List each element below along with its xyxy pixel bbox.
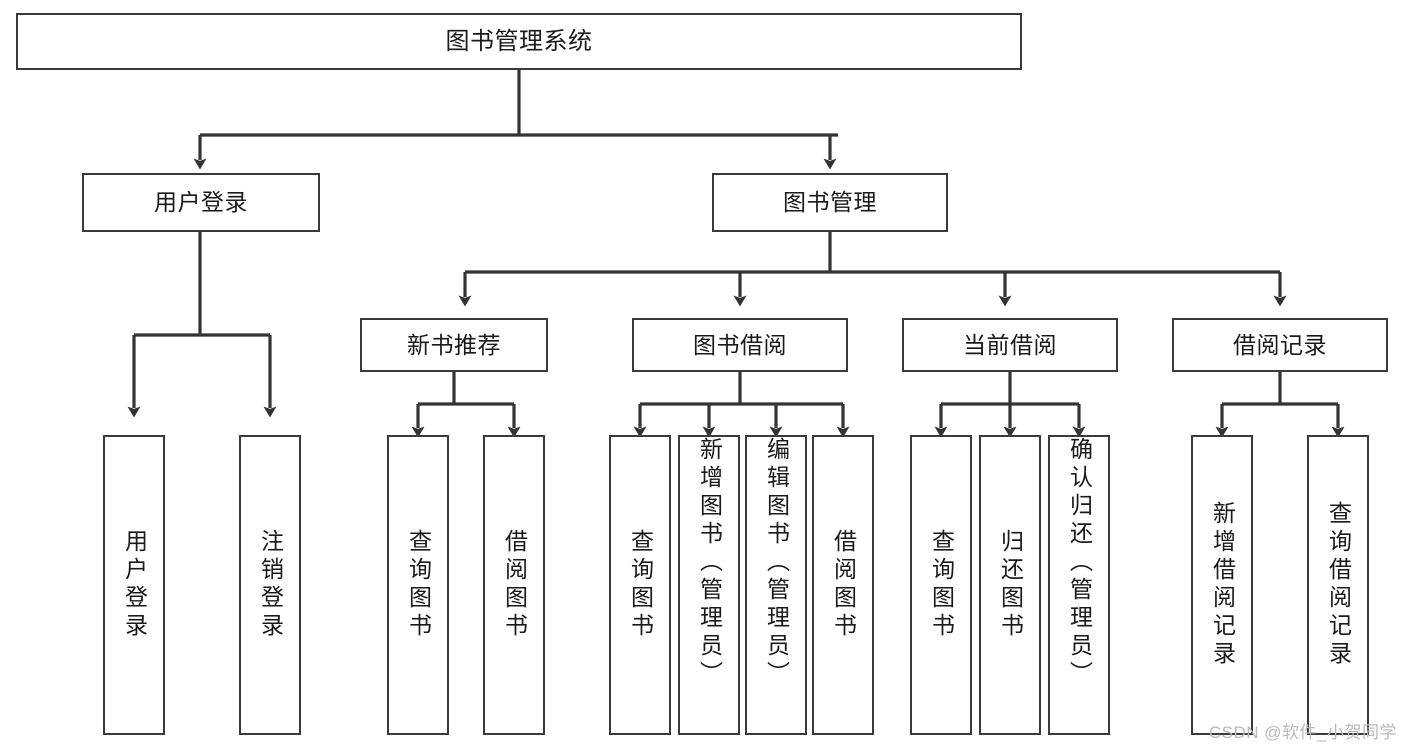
node-label: 查询图书 [928,529,955,641]
node-label: 借阅图书 [501,529,528,641]
node-label: 图书管理系统 [445,27,593,55]
node-label: 归还图书 [997,529,1024,641]
node-label: 查询图书 [627,529,654,641]
node-current-borrow[interactable]: 当前借阅 [902,318,1118,372]
node-new-book-recommend[interactable]: 新书推荐 [360,318,548,372]
node-label: 图书借阅 [693,331,787,358]
leaf-edit-book-admin[interactable]: 编辑图书（管理员） [745,435,807,735]
leaf-query-book-recommend[interactable]: 查询图书 [387,435,449,735]
node-label: 用户登录 [154,189,248,216]
node-root-system[interactable]: 图书管理系统 [16,13,1022,70]
node-label: 当前借阅 [963,331,1057,358]
node-label: 用户登录 [121,529,148,641]
node-book-management[interactable]: 图书管理 [712,173,948,232]
node-label: 编辑图书（管理员） [763,437,790,689]
node-label: 注销登录 [257,529,284,641]
leaf-borrow-book-borrow[interactable]: 借阅图书 [812,435,874,735]
leaf-query-borrow-record[interactable]: 查询借阅记录 [1307,435,1369,735]
leaf-add-book-admin[interactable]: 新增图书（管理员） [678,435,740,735]
watermark-text: CSDN @软件_小贺同学 [1208,723,1397,742]
leaf-add-borrow-record[interactable]: 新增借阅记录 [1191,435,1253,735]
leaf-query-book-current[interactable]: 查询图书 [910,435,972,735]
node-label: 新增图书（管理员） [696,437,723,689]
node-label: 新增借阅记录 [1209,501,1236,669]
node-label: 新书推荐 [407,331,501,358]
leaf-logout-login[interactable]: 注销登录 [239,435,301,735]
node-borrow-record[interactable]: 借阅记录 [1172,318,1388,372]
node-label: 借阅记录 [1233,331,1327,358]
node-label: 图书管理 [783,189,877,216]
node-book-borrow[interactable]: 图书借阅 [632,318,848,372]
leaf-return-book[interactable]: 归还图书 [979,435,1041,735]
leaf-user-login[interactable]: 用户登录 [103,435,165,735]
node-user-login[interactable]: 用户登录 [82,173,320,232]
node-label: 查询图书 [405,529,432,641]
leaf-borrow-book-recommend[interactable]: 借阅图书 [483,435,545,735]
leaf-confirm-return-admin[interactable]: 确认归还（管理员） [1048,435,1110,735]
leaf-query-book-borrow[interactable]: 查询图书 [609,435,671,735]
node-label: 查询借阅记录 [1325,501,1352,669]
node-label: 确认归还（管理员） [1066,437,1093,689]
node-label: 借阅图书 [830,529,857,641]
